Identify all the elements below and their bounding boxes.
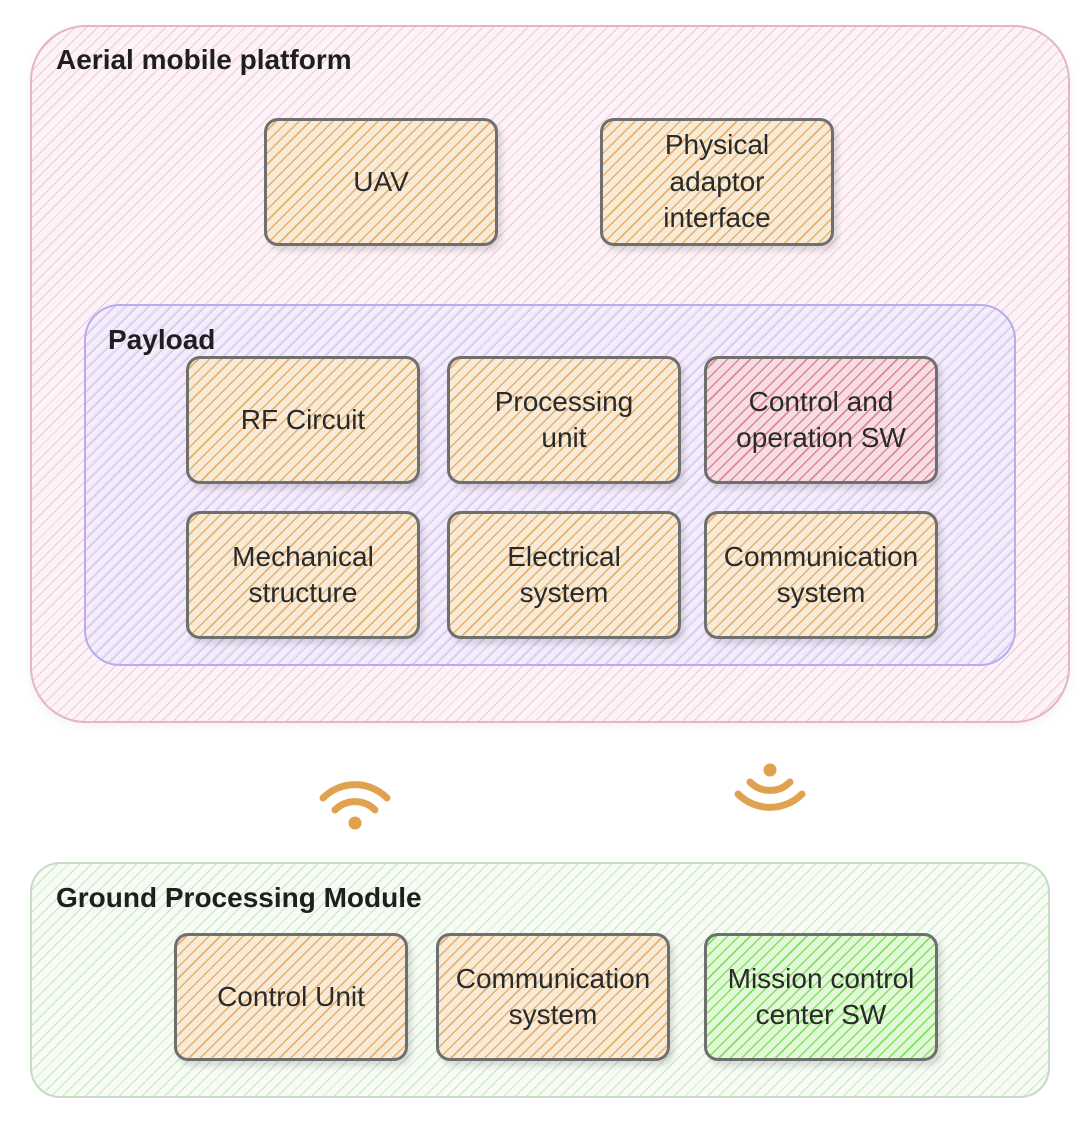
aerial-platform-title: Aerial mobile platform: [56, 44, 352, 75]
ground-communication-system-box: Communication system: [436, 933, 670, 1061]
wifi-signal-icon: [319, 781, 391, 830]
payload-communication-system-box: Communication system: [704, 511, 938, 639]
mission-control-center-sw-box: Mission control center SW: [704, 933, 938, 1061]
broadcast-signal-icon: [734, 763, 806, 811]
payload-title: Payload: [108, 324, 216, 355]
rf-circuit-box: RF Circuit: [186, 356, 420, 484]
control-unit-box: Control Unit: [174, 933, 408, 1061]
processing-unit-box: Processing unit: [447, 356, 681, 484]
mechanical-structure-box: Mechanical structure: [186, 511, 420, 639]
control-operation-sw-box: Control and operation SW: [704, 356, 938, 484]
ground-processing-module-title: Ground Processing Module: [56, 882, 422, 913]
electrical-system-box: Electrical system: [447, 511, 681, 639]
physical-adaptor-interface-box: Physical adaptor interface: [600, 118, 834, 246]
uav-box: UAV: [264, 118, 498, 246]
